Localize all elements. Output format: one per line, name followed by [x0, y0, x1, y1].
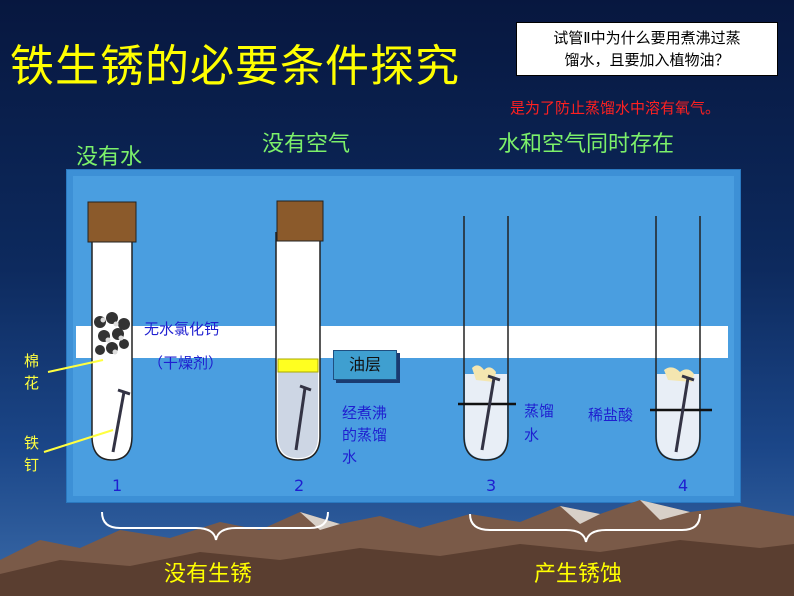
- tube-number-3: 3: [486, 476, 497, 495]
- page-title: 铁生锈的必要条件探究: [10, 41, 460, 92]
- result-rust: 产生锈蚀: [534, 562, 623, 587]
- label-boiled-3: 水: [342, 448, 358, 466]
- label-boiled-1: 经煮沸: [342, 404, 388, 422]
- label-nail-1: 铁: [24, 434, 40, 452]
- condition-no-water: 没有水: [76, 145, 143, 170]
- label-boiled-2: 的蒸馏: [342, 426, 388, 444]
- white-band: [76, 326, 728, 358]
- tube-2: [275, 200, 324, 461]
- label-acid: 稀盐酸: [588, 406, 634, 424]
- tube-4: [650, 216, 712, 461]
- label-distilled-1: 蒸馏: [524, 402, 555, 420]
- tube-3: [458, 216, 516, 461]
- label-oil-layer: 油层: [333, 350, 397, 380]
- question-line-2: 馏水，且要加入植物油？: [564, 51, 730, 69]
- label-cotton-1: 棉: [24, 352, 40, 370]
- tube-1: [43, 201, 137, 461]
- label-desiccant-note: （干燥剂）: [148, 354, 224, 372]
- result-no-rust: 没有生锈: [164, 562, 253, 587]
- label-distilled-2: 水: [524, 426, 540, 444]
- question-box: 试管Ⅱ中为什么要用煮沸过蒸 馏水，且要加入植物油？: [516, 22, 778, 76]
- question-line-1: 试管Ⅱ中为什么要用煮沸过蒸: [553, 29, 741, 47]
- label-desiccant: 无水氯化钙: [144, 320, 220, 338]
- label-cotton-2: 花: [24, 374, 40, 392]
- answer-text: 是为了防止蒸馏水中溶有氧气。: [510, 99, 721, 117]
- condition-no-air: 没有空气: [262, 132, 351, 157]
- tube-number-2: 2: [294, 476, 305, 495]
- label-nail-2: 钉: [24, 456, 40, 474]
- condition-water-and-air: 水和空气同时存在: [498, 132, 675, 157]
- tube-number-4: 4: [678, 476, 689, 495]
- tube-number-1: 1: [112, 476, 123, 495]
